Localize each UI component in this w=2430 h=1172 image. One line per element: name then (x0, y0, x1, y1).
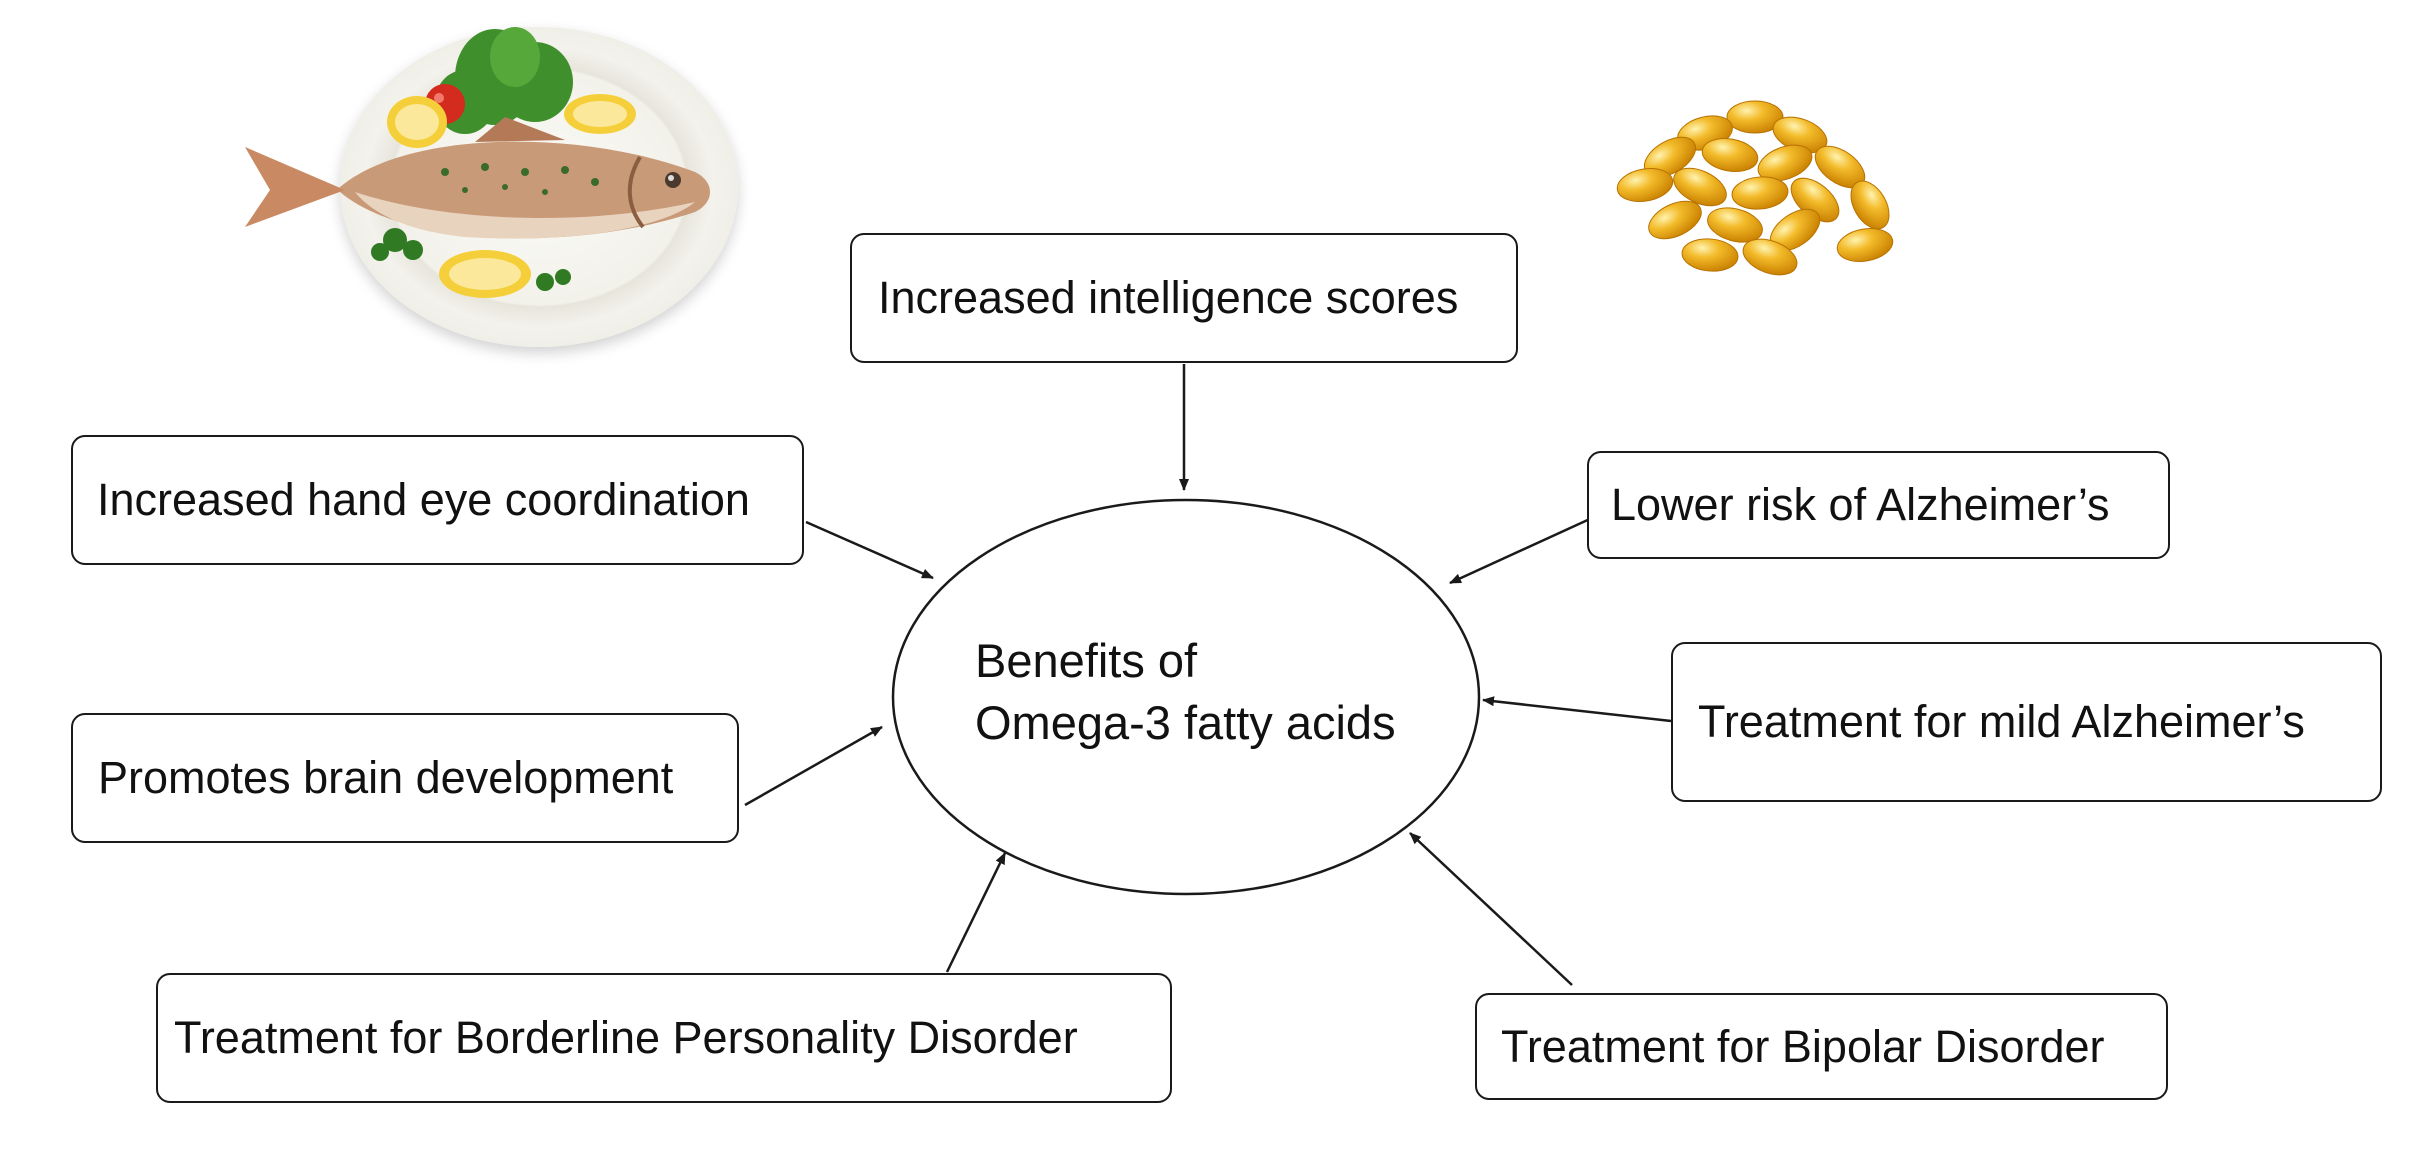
arrow-lower-risk (1449, 516, 1593, 585)
center-title-line2: Omega-3 fatty acids (975, 696, 1396, 749)
benefit-borderline-personality-treatment: Treatment for Borderline Personality Dis… (156, 973, 1172, 1103)
benefit-mild-alzheimers-treatment: Treatment for mild Alzheimer’s (1671, 642, 2382, 802)
center-node: Benefits of Omega-3 fatty acids (975, 630, 1396, 754)
arrow-mild-alzheimers (1482, 696, 1672, 723)
benefit-hand-eye-coordination: Increased hand eye coordination (71, 435, 804, 565)
fish-oil-capsules-icon (1616, 100, 1894, 276)
center-ellipse (891, 498, 1481, 896)
arrow-coordination (805, 520, 934, 580)
arrow-brain-development (744, 725, 883, 807)
benefit-brain-development: Promotes brain development (71, 713, 739, 843)
benefit-bipolar-treatment: Treatment for Bipolar Disorder (1475, 993, 2168, 1100)
benefit-lower-alzheimers-risk: Lower risk of Alzheimer’s (1587, 451, 2170, 559)
arrow-bipolar (1409, 832, 1573, 986)
fish-plate-icon (245, 27, 710, 298)
arrow-borderline (945, 852, 1007, 973)
center-title-line1: Benefits of (975, 634, 1198, 687)
benefit-intelligence-scores: Increased intelligence scores (850, 233, 1518, 363)
